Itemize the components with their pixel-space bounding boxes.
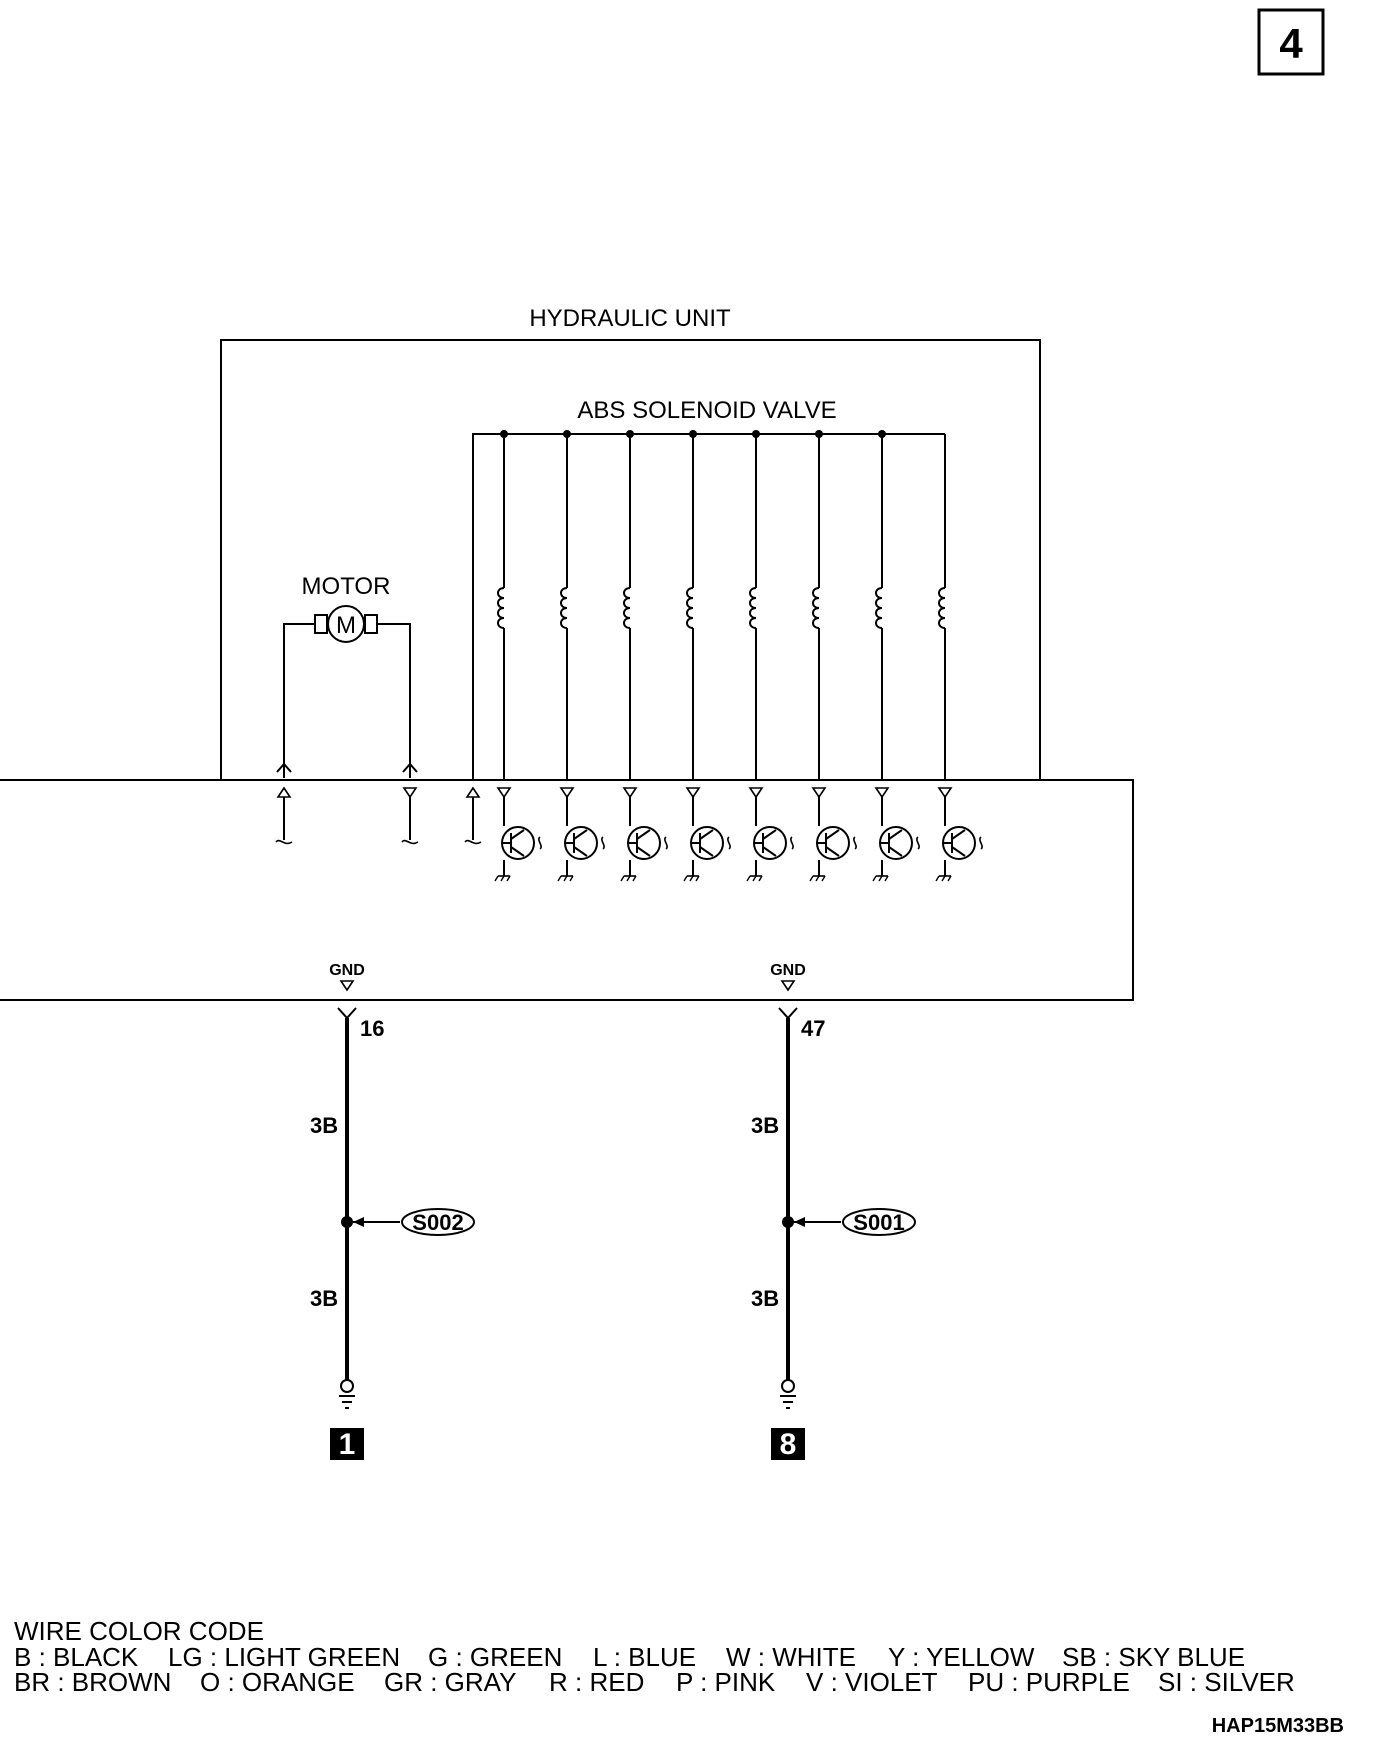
valve-driver bbox=[620, 787, 669, 882]
solenoid-valve bbox=[875, 430, 886, 780]
page-number: 4 bbox=[1279, 20, 1303, 67]
wire-color-entry: LG : LIGHT GREEN bbox=[168, 1642, 400, 1672]
solenoid-bus bbox=[472, 433, 945, 780]
motor-connector-left bbox=[276, 762, 292, 773]
solenoid-coil-icon bbox=[560, 587, 568, 629]
solenoid-coil-icon bbox=[686, 587, 694, 629]
ground-icon bbox=[338, 1379, 356, 1409]
ground-point-8: 8 bbox=[780, 1428, 797, 1461]
valve-driver bbox=[746, 787, 795, 882]
motor-input-left bbox=[275, 787, 293, 845]
transistor-icon bbox=[816, 826, 858, 860]
wire-color-entry: BR : BROWN bbox=[14, 1667, 171, 1697]
solenoid-coil-icon bbox=[812, 587, 820, 629]
valve-drivers bbox=[494, 787, 984, 882]
figure-code: HAP15M33BB bbox=[1212, 1715, 1344, 1737]
gnd-label-right: GND bbox=[770, 962, 806, 979]
pin-16: 16 bbox=[360, 1016, 384, 1041]
solenoid-valves bbox=[497, 430, 946, 780]
valve-driver bbox=[494, 787, 543, 882]
wire-color-left-lower: 3B bbox=[310, 1286, 338, 1311]
wire-color-entry: Y : YELLOW bbox=[888, 1642, 1035, 1672]
motor-symbol: M bbox=[336, 612, 356, 639]
solenoid-valve bbox=[938, 434, 946, 780]
solenoid-valve bbox=[749, 430, 760, 780]
wire-color-entry: O : ORANGE bbox=[200, 1667, 355, 1697]
power-input bbox=[464, 787, 482, 845]
valve-driver bbox=[809, 787, 858, 882]
pin-47: 47 bbox=[801, 1016, 825, 1041]
hydraulic-unit-frame bbox=[220, 339, 1041, 780]
ground-icon bbox=[779, 1379, 797, 1409]
solenoid-label: ABS SOLENOID VALVE bbox=[577, 397, 836, 424]
solenoid-valve bbox=[623, 430, 634, 780]
wire-color-row-2: BR : BROWN O : ORANGE GR : GRAY R : RED P : … bbox=[14, 1667, 1295, 1697]
gnd-label-left: GND bbox=[329, 962, 365, 979]
transistor-icon bbox=[690, 826, 732, 860]
solenoid-coil-icon bbox=[623, 587, 631, 629]
ground-circuit-right: GND 47 3B S001 3B 8 bbox=[751, 962, 916, 1461]
page-number-box: 4 bbox=[1257, 8, 1325, 76]
wire-color-left-upper: 3B bbox=[310, 1113, 338, 1138]
wire-color-entry: L : BLUE bbox=[593, 1642, 696, 1672]
wire-color-entry: W : WHITE bbox=[726, 1642, 856, 1672]
control-unit-frame bbox=[0, 779, 1134, 1001]
transistor-icon bbox=[501, 826, 543, 860]
solenoid-coil-icon bbox=[749, 587, 757, 629]
splice-s002: S002 bbox=[412, 1210, 463, 1235]
ground-point-1: 1 bbox=[339, 1428, 356, 1461]
wire-color-right-upper: 3B bbox=[751, 1113, 779, 1138]
valve-driver bbox=[935, 787, 984, 882]
wire-color-row-1: B : BLACK LG : LIGHT GREEN G : GREEN L : BL… bbox=[14, 1642, 1245, 1672]
wire-color-entry: V : VIOLET bbox=[806, 1667, 938, 1697]
valve-driver bbox=[872, 787, 921, 882]
wire-color-entry: GR : GRAY bbox=[384, 1667, 516, 1697]
solenoid-coil-icon bbox=[875, 587, 883, 629]
wire-color-entry: PU : PURPLE bbox=[968, 1667, 1130, 1697]
transistor-icon bbox=[879, 826, 921, 860]
wire-color-entry: G : GREEN bbox=[428, 1642, 562, 1672]
motor-icon: M bbox=[283, 605, 411, 778]
wire-color-entry: R : RED bbox=[549, 1667, 644, 1697]
wire-color-entry: SB : SKY BLUE bbox=[1062, 1642, 1245, 1672]
valve-driver bbox=[557, 787, 606, 882]
valve-driver bbox=[683, 787, 732, 882]
motor-label: MOTOR bbox=[302, 573, 391, 600]
transistor-icon bbox=[942, 826, 984, 860]
transistor-icon bbox=[564, 826, 606, 860]
transistor-icon bbox=[627, 826, 669, 860]
motor-input-right bbox=[401, 787, 419, 845]
ground-circuit-left: GND 16 3B S002 3B 1 bbox=[310, 962, 475, 1461]
solenoid-valve bbox=[686, 430, 697, 780]
solenoid-valve bbox=[560, 430, 571, 780]
solenoid-valve bbox=[812, 430, 823, 780]
splice-s001: S001 bbox=[853, 1210, 904, 1235]
wire-color-entry: P : PINK bbox=[676, 1667, 776, 1697]
wire-color-entry: B : BLACK bbox=[14, 1642, 139, 1672]
wire-color-code-title: WIRE COLOR CODE bbox=[14, 1616, 264, 1646]
hydraulic-unit-label: HYDRAULIC UNIT bbox=[529, 305, 731, 332]
solenoid-coil-icon bbox=[497, 587, 505, 629]
solenoid-coil-icon bbox=[938, 587, 946, 629]
wire-color-entry: SI : SILVER bbox=[1158, 1667, 1295, 1697]
solenoid-valve bbox=[497, 430, 508, 780]
transistor-icon bbox=[753, 826, 795, 860]
wire-color-code: WIRE COLOR CODE B : BLACK LG : LIGHT GREE… bbox=[14, 1616, 1295, 1697]
motor-connector-right bbox=[402, 762, 418, 773]
wire-color-right-lower: 3B bbox=[751, 1286, 779, 1311]
